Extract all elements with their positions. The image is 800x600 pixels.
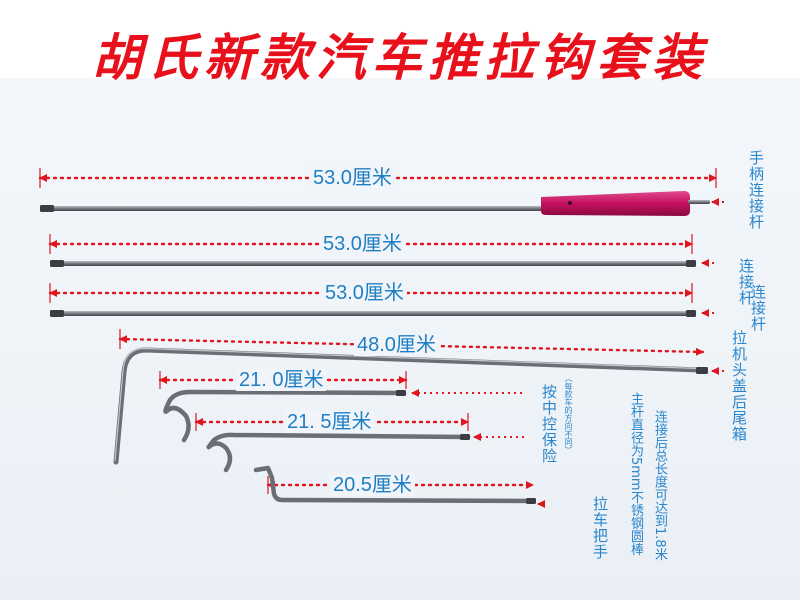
rod-tip <box>40 205 54 212</box>
handle-icon <box>541 191 690 216</box>
rod-shaft <box>113 347 703 465</box>
dimension-label-4: 48.0厘米 <box>354 334 439 356</box>
rod-shaft <box>50 261 696 266</box>
rod-shaft <box>40 206 545 211</box>
rod-shaft <box>206 432 471 473</box>
dimension-label-2: 53.0厘米 <box>320 233 405 255</box>
rod-shaft <box>253 465 535 504</box>
lock-direction-note: （每款车的方向不同） <box>564 374 573 454</box>
page-title: 胡氏新款汽车推拉钩套装 <box>92 28 708 87</box>
dimension-label-1: 53.0厘米 <box>310 167 395 189</box>
dimension-label-6: 21. 5厘米 <box>284 411 375 433</box>
spec-note-diameter: 主杆直径为5mm不锈钢圆棒 <box>628 392 643 556</box>
rod-label-door-handle: 拉车把手 <box>591 496 609 560</box>
spec-note-length: 连接后总长度可达到1.8米 <box>652 410 667 561</box>
dimension-label-5: 21. 0厘米 <box>236 369 327 391</box>
rod-label-connect-2: 连接杆 <box>737 258 755 306</box>
dimension-label-3: 53.0厘米 <box>322 282 407 304</box>
rod-label-connect-3: 连接杆 <box>749 284 767 332</box>
rod-shaft <box>50 311 696 316</box>
dimension-label-7: 20.5厘米 <box>330 474 415 496</box>
small-hook-rod-5 <box>158 371 524 443</box>
rod-label-handle: 手柄连接杆 <box>747 150 765 230</box>
dimension-line <box>118 335 705 356</box>
handle-hole <box>568 201 572 205</box>
rod-label-hood: 拉机头盖后尾箱 <box>730 330 748 442</box>
rod-shaft <box>163 389 407 443</box>
rod-label-lock: 按中控保险 <box>540 384 558 464</box>
bent-hook-rod-4 <box>113 329 724 465</box>
rod-end <box>688 200 710 204</box>
